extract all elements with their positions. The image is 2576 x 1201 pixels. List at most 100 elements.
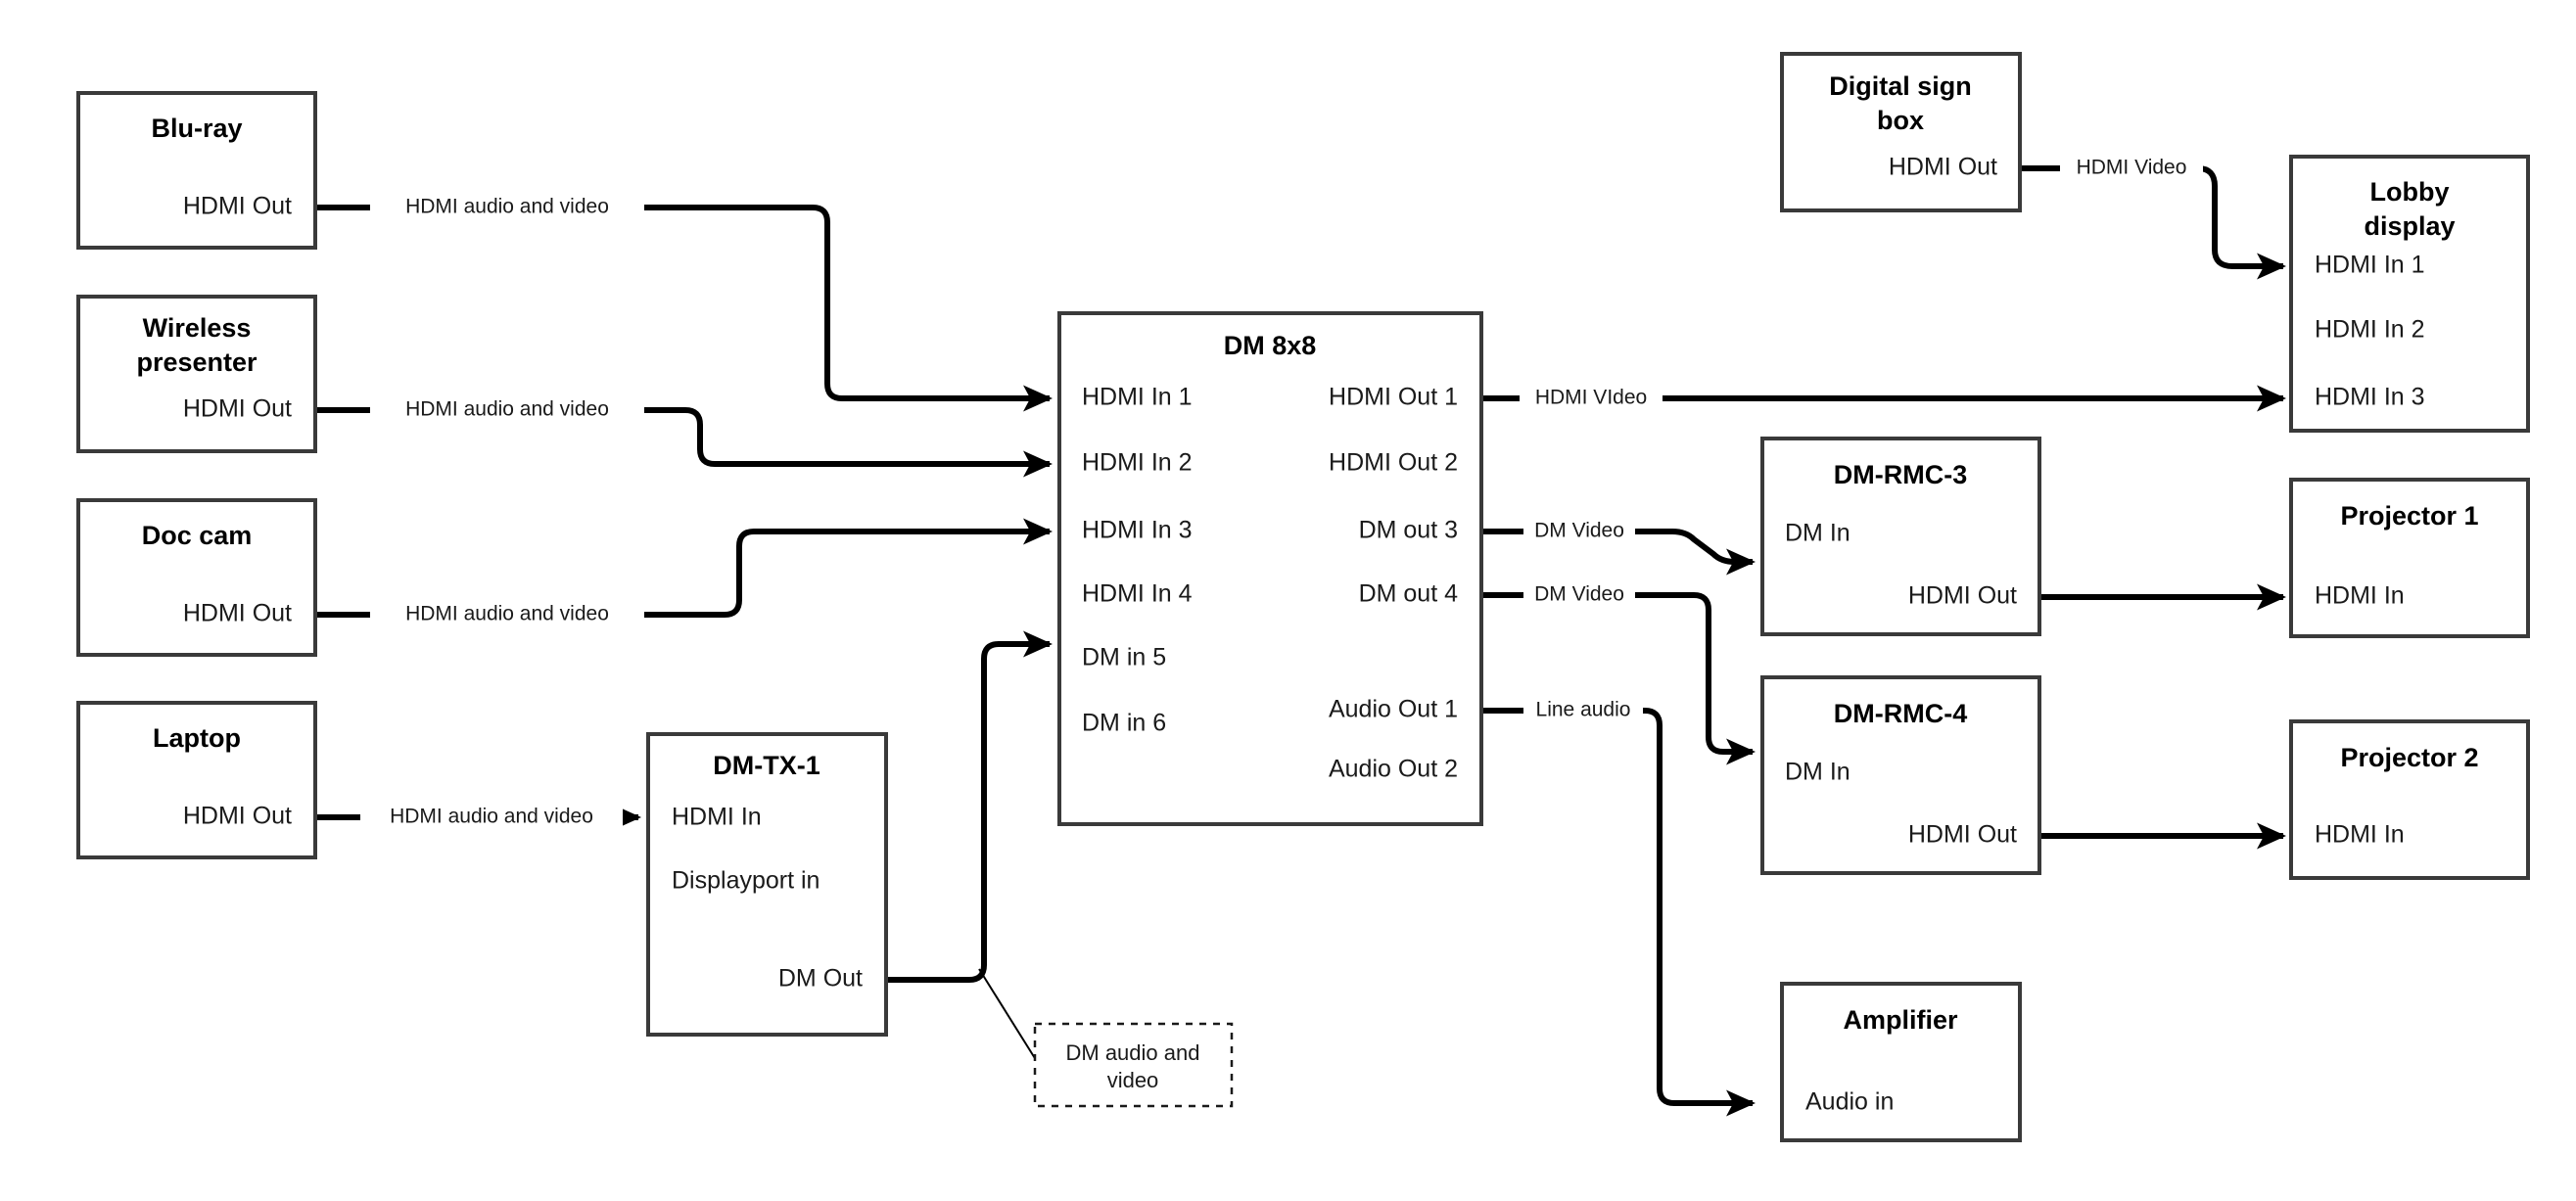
node-wireless-presenter-title-line1: Wireless [143,313,252,343]
node-laptop[interactable]: Laptop HDMI Out [76,701,317,859]
node-dm-8x8-input-hdmi-in-2: HDMI In 2 [1082,449,1193,477]
node-dm-rmc-4-port-hdmi-out: HDMI Out [1908,821,2017,849]
node-lobby-display-box [2289,155,2530,433]
node-laptop-title: Laptop [153,723,241,753]
node-dm-rmc-3-port-hdmi-out: HDMI Out [1908,582,2017,610]
link-dm8x8-out3-to-rmc3 [1481,529,1756,576]
node-doc-cam[interactable]: Doc cam HDMI Out [76,498,317,657]
node-dm-tx-1-port-hdmi-in: HDMI In [672,804,762,831]
node-digital-sign-box-title-line2: box [1877,106,1924,135]
node-dm-8x8-output-hdmi-out-1: HDMI Out 1 [1329,384,1458,411]
note-dm-audio-and-video-box [1033,1022,1234,1108]
edge-label-gap [1523,579,1635,611]
node-dm-rmc-4-title: DM-RMC-4 [1834,699,1967,728]
edge-label-dm8x8-out3-to-rmc3: DM Video [1534,520,1624,542]
node-dm-rmc-4[interactable]: DM-RMC-4 DM In HDMI Out [1760,675,2041,875]
edge-label-bluray-to-dm8x8: HDMI audio and video [405,196,609,218]
node-wireless-presenter-title-line2: presenter [136,347,258,377]
node-digital-sign-box-title-line1: Digital sign [1829,71,1972,101]
node-digital-sign-box-box [1780,52,2022,212]
node-dm-tx-1-port-dm-out: DM Out [778,965,863,993]
node-dm-tx-1[interactable]: DM-TX-1 HDMI In Displayport in DM Out [646,732,888,1037]
node-projector-1[interactable]: Projector 1 HDMI In [2289,478,2530,638]
node-lobby-display-title-line1: Lobby [2370,177,2450,207]
link-wireless-to-dm8x8 [315,407,1053,478]
note-dm-audio-and-video: DM audio and video [1033,1022,1234,1108]
node-wireless-presenter[interactable]: Wireless presenter HDMI Out [76,295,317,453]
edge-label-gap [1523,695,1643,726]
node-dm-rmc-4-port-dm-in: DM In [1785,759,1850,786]
node-dm-rmc-3-box [1760,437,2041,636]
edge-label-laptop-to-dmtx1: HDMI audio and video [390,806,593,828]
link-bluray-to-dm8x8 [315,205,1053,412]
note-dm-audio-and-video-line1: DM audio and [1066,1040,1200,1065]
node-dm-rmc-4-box [1760,675,2041,875]
node-lobby-display-title-line2: display [2364,211,2455,241]
node-projector-2[interactable]: Projector 2 HDMI In [2289,719,2530,880]
node-dm-8x8-input-hdmi-in-3: HDMI In 3 [1082,517,1193,544]
node-dm-rmc-3-port-dm-in: DM In [1785,520,1850,547]
node-amplifier-box [1780,982,2022,1142]
node-dm-tx-1-box [646,732,888,1037]
node-projector-2-title: Projector 2 [2340,743,2478,772]
node-dm-8x8-box [1057,311,1483,826]
edge-label-dm8x8-audio-to-amplifier: Line audio [1536,699,1631,721]
node-amplifier-port-audio-in: Audio in [1805,1088,1894,1116]
edge-label-wireless-to-dm8x8: HDMI audio and video [405,398,609,421]
node-dm-tx-1-port-displayport-in: Displayport in [672,867,820,895]
node-projector-2-port-hdmi-in: HDMI In [2315,821,2405,849]
node-projector-1-title: Projector 1 [2340,501,2478,531]
link-dm8x8-out4-to-rmc4 [1481,592,1756,765]
node-projector-1-box [2289,478,2530,638]
node-dm-8x8-input-dm-in-5: DM in 5 [1082,644,1166,671]
node-dm-rmc-3[interactable]: DM-RMC-3 DM In HDMI Out [1760,437,2041,636]
edge-label-gap [370,192,644,223]
node-dm-8x8-output-audio-out-2: Audio Out 2 [1329,756,1458,783]
node-lobby-display-port-hdmi-in-1: HDMI In 1 [2315,252,2425,279]
node-laptop-port-hdmi-out: HDMI Out [183,803,292,830]
node-digital-sign-box-port-hdmi-out: HDMI Out [1889,154,1997,181]
node-dm-8x8-input-dm-in-6: DM in 6 [1082,710,1166,737]
node-doc-cam-box [76,498,317,657]
node-bluray[interactable]: Blu-ray HDMI Out [76,91,317,250]
edge-label-doccam-to-dm8x8: HDMI audio and video [405,603,609,625]
node-dm-8x8[interactable]: DM 8x8 HDMI In 1 HDMI In 2 HDMI In 3 HDM… [1057,311,1483,826]
link-sign-to-lobby [2020,165,2286,280]
node-dm-8x8-output-audio-out-1: Audio Out 1 [1329,696,1458,723]
node-wireless-presenter-port-hdmi-out: HDMI Out [183,395,292,423]
edge-label-dm8x8-out4-to-rmc4: DM Video [1534,583,1624,606]
node-laptop-box [76,701,317,859]
node-dm-rmc-3-title: DM-RMC-3 [1834,460,1967,489]
node-amplifier-title: Amplifier [1843,1005,1958,1035]
node-wireless-presenter-box [76,295,317,453]
node-projector-1-port-hdmi-in: HDMI In [2315,582,2405,610]
link-doccam-to-dm8x8 [315,518,1053,618]
node-dm-8x8-output-dm-out-3: DM out 3 [1359,517,1458,544]
node-dm-8x8-input-hdmi-in-1: HDMI In 1 [1082,384,1193,411]
node-dm-8x8-input-hdmi-in-4: HDMI In 4 [1082,580,1193,608]
edge-label-gap [1523,516,1635,547]
node-digital-sign-box[interactable]: Digital sign box HDMI Out [1780,52,2022,212]
link-dmtx1-to-dm8x8 [886,630,1053,983]
edge-label-gap [2060,153,2203,184]
node-lobby-display-port-hdmi-in-3: HDMI In 3 [2315,384,2425,411]
node-doc-cam-port-hdmi-out: HDMI Out [183,600,292,627]
note-dm-audio-and-video-line2: video [1107,1068,1159,1092]
link-dm8x8-audio-to-amplifier [1481,708,1756,1117]
node-amplifier[interactable]: Amplifier Audio in [1780,982,2022,1142]
node-dm-8x8-output-dm-out-4: DM out 4 [1359,580,1459,608]
node-lobby-display-port-hdmi-in-2: HDMI In 2 [2315,316,2425,344]
node-dm-8x8-title: DM 8x8 [1224,331,1317,360]
node-dm-tx-1-title: DM-TX-1 [713,751,820,780]
node-lobby-display[interactable]: Lobby display HDMI In 1 HDMI In 2 HDMI I… [2289,155,2530,433]
leader-dm-link-note [978,968,1039,1064]
node-doc-cam-title: Doc cam [142,521,253,550]
node-bluray-port-hdmi-out: HDMI Out [183,193,292,220]
edge-label-gap [370,599,644,630]
edge-label-dm8x8-out1-to-lobby: HDMI VIdeo [1535,387,1647,409]
node-bluray-title: Blu-ray [151,114,242,143]
node-bluray-box [76,91,317,250]
node-projector-2-box [2289,719,2530,880]
